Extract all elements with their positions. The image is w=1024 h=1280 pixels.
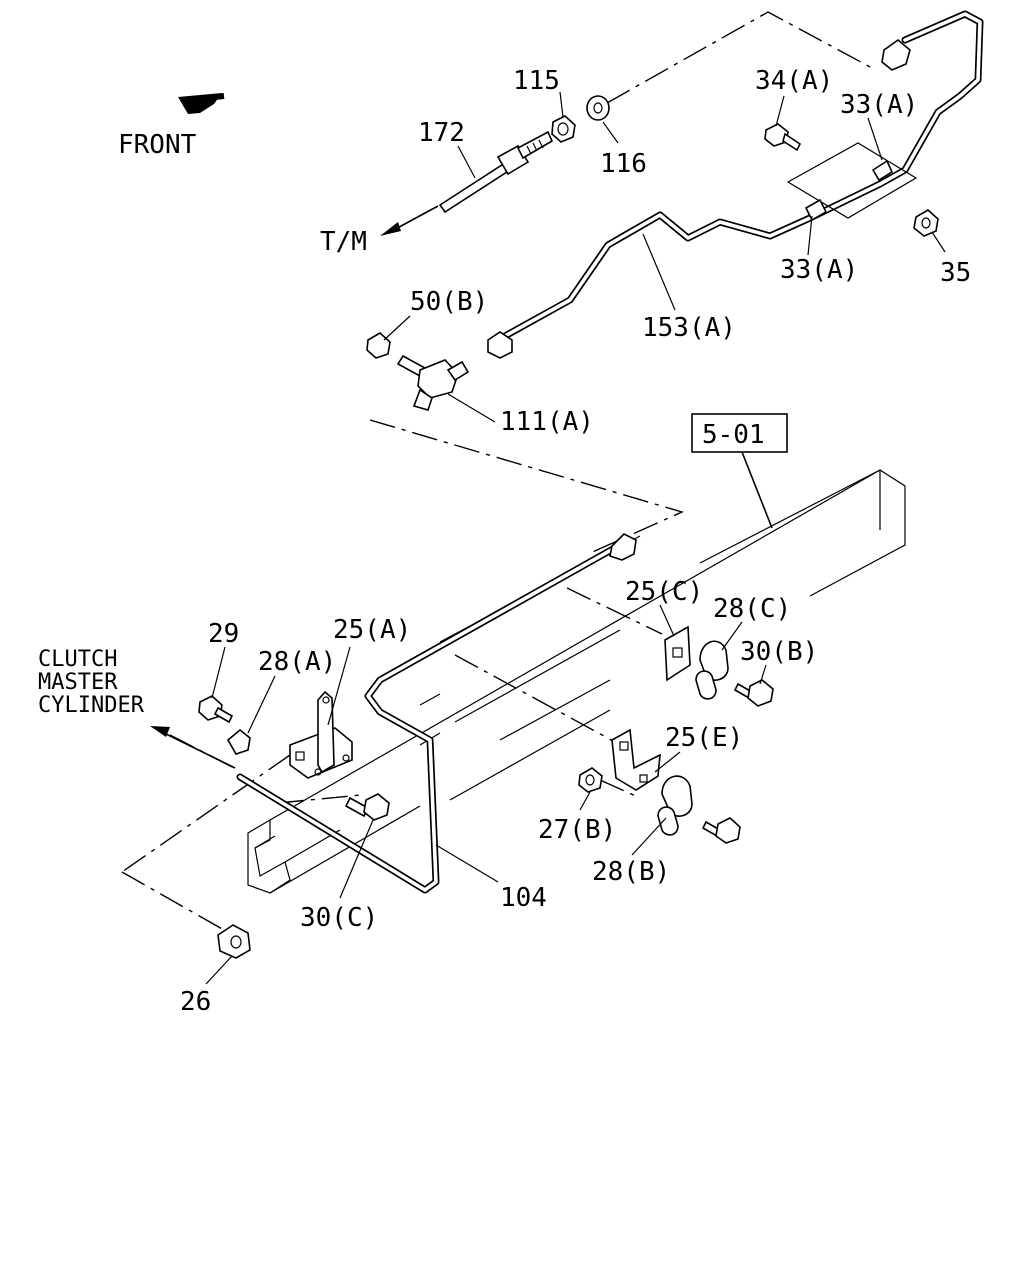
bolt-34a xyxy=(764,123,802,152)
bolt-29 xyxy=(198,695,234,724)
stud-172 xyxy=(438,130,554,214)
pipe-153a xyxy=(487,10,984,359)
label-28a: 28(A) xyxy=(258,647,336,677)
label-29: 29 xyxy=(208,619,239,649)
label-27b: 27(B) xyxy=(538,815,616,845)
clutch-master-cylinder-arrow xyxy=(150,726,236,769)
bracket-25c xyxy=(664,625,691,682)
clip-bracket-33a xyxy=(786,142,918,222)
nut-115 xyxy=(551,115,576,143)
label-25e: 25(E) xyxy=(665,723,743,753)
label-25a: 25(A) xyxy=(333,615,411,645)
bolt-28b-side xyxy=(701,817,741,844)
label-30b: 30(B) xyxy=(740,637,818,667)
label-115: 115 xyxy=(513,66,560,96)
front-arrow-icon xyxy=(178,93,225,114)
bolt-30c xyxy=(344,793,390,821)
bracket-25a xyxy=(289,690,353,779)
label-111a: 111(A) xyxy=(500,407,594,437)
label-35: 35 xyxy=(940,258,971,288)
label-116: 116 xyxy=(600,149,647,179)
label-104: 104 xyxy=(500,883,547,913)
label-25c: 25(C) xyxy=(625,577,703,607)
guide-lines xyxy=(121,11,873,931)
joint-111a xyxy=(366,332,470,411)
tm-label: T/M xyxy=(320,227,367,257)
front-label: FRONT xyxy=(118,130,197,160)
label-26: 26 xyxy=(180,987,211,1017)
label-33a-top: 33(A) xyxy=(840,90,918,120)
clip-28a xyxy=(226,728,251,755)
nut-35 xyxy=(913,209,939,237)
label-33a-bottom: 33(A) xyxy=(780,255,858,285)
reference-box-5-01: 5-01 xyxy=(691,413,788,529)
label-172: 172 xyxy=(418,118,465,148)
label-34a: 34(A) xyxy=(755,66,833,96)
label-30c: 30(C) xyxy=(300,903,378,933)
transmission-arrow xyxy=(380,205,439,236)
ref-label: 5-01 xyxy=(702,420,765,450)
label-153a: 153(A) xyxy=(642,313,736,343)
cylinder-label: CYLINDER xyxy=(38,693,145,718)
clip-28b xyxy=(657,775,693,836)
clip-28c xyxy=(695,640,729,700)
label-50b: 50(B) xyxy=(410,287,488,317)
bracket-25e xyxy=(611,728,661,791)
clutch-label: CLUTCH xyxy=(38,647,117,672)
label-28b: 28(B) xyxy=(592,857,670,887)
label-28c: 28(C) xyxy=(713,594,791,624)
nut-27b xyxy=(578,767,603,793)
leader-lines xyxy=(205,91,946,985)
nut-26 xyxy=(217,924,251,959)
bolt-30b xyxy=(733,679,774,707)
pipe-104 xyxy=(236,533,637,894)
washer-116 xyxy=(586,95,610,121)
master-label: MASTER xyxy=(38,670,118,695)
part-labels: 115 172 116 34(A) 33(A) 33(A) 35 50(B) 1… xyxy=(180,66,971,1017)
